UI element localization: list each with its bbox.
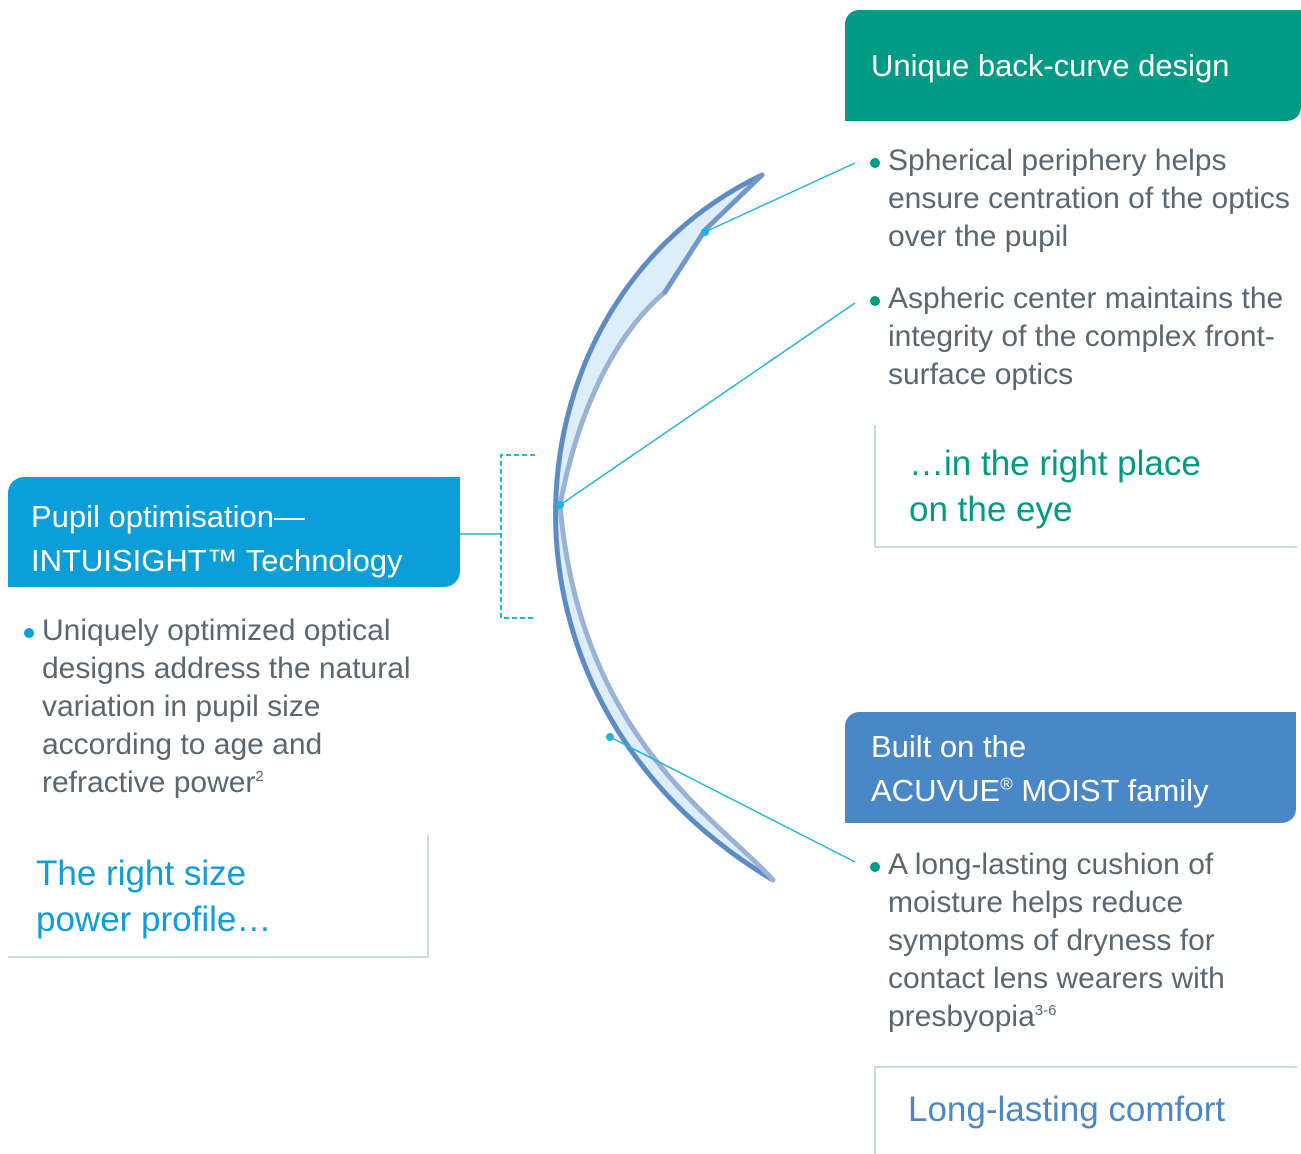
moist-header-family: MOIST family bbox=[1012, 773, 1209, 808]
bullet-moist-text: A long-lasting cushion of moisture helps… bbox=[888, 848, 1225, 1033]
bullet-dot bbox=[24, 628, 34, 638]
bullet-aspheric: Aspheric center maintains the integrity … bbox=[870, 280, 1290, 394]
pointer-aspheric bbox=[559, 302, 856, 506]
bullet-dot bbox=[870, 862, 880, 872]
lens-back-surface bbox=[557, 289, 776, 883]
pupil-header: Pupil optimisation— INTUISIGHT™ Technolo… bbox=[8, 477, 460, 587]
pointer-dot-spherical bbox=[701, 228, 709, 236]
tagline-right-size-text: The right size power profile… bbox=[36, 854, 272, 939]
tagline-right-place-text: …in the right place on the eye bbox=[909, 444, 1201, 529]
lens-shape bbox=[555, 175, 773, 880]
moist-header-line1: Built on the bbox=[871, 729, 1027, 764]
tagline-comfort: Long-lasting comfort bbox=[874, 1066, 1297, 1154]
bullet-spherical: Spherical periphery helps ensure centrat… bbox=[870, 142, 1290, 256]
bullet-spherical-text: Spherical periphery helps ensure centrat… bbox=[888, 144, 1290, 253]
tagline-comfort-text: Long-lasting comfort bbox=[908, 1090, 1226, 1129]
pupil-header-line1: Pupil optimisation— bbox=[31, 499, 305, 534]
pointer-moist bbox=[609, 736, 856, 863]
bullet-pupil-text: Uniquely optimized optical designs addre… bbox=[42, 614, 411, 799]
bullet-dot bbox=[870, 158, 880, 168]
bullet-moist-sup: 3-6 bbox=[1034, 1002, 1057, 1019]
moist-header: Built on the ACUVUE® MOIST family bbox=[845, 712, 1296, 823]
pupil-header-line2: INTUISIGHT™ Technology bbox=[31, 543, 403, 578]
bullet-aspheric-text: Aspheric center maintains the integrity … bbox=[888, 282, 1284, 391]
bullet-pupil: Uniquely optimized optical designs addre… bbox=[24, 612, 432, 802]
back-curve-header: Unique back-curve design bbox=[845, 10, 1301, 121]
back-curve-bullets: Spherical periphery helps ensure centrat… bbox=[870, 142, 1290, 394]
pointer-dot-moist bbox=[606, 733, 614, 741]
moist-header-line2: ACUVUE® MOIST family bbox=[871, 769, 1296, 813]
back-curve-header-text: Unique back-curve design bbox=[871, 48, 1230, 83]
pointer-dot-aspheric bbox=[556, 501, 564, 509]
lens-front-surface bbox=[553, 172, 776, 883]
moist-bullets: A long-lasting cushion of moisture helps… bbox=[870, 846, 1250, 1036]
pupil-bullets: Uniquely optimized optical designs addre… bbox=[24, 612, 432, 802]
moist-header-brand: ACUVUE bbox=[871, 773, 1001, 808]
bullet-dot bbox=[870, 296, 880, 306]
tagline-right-place: …in the right place on the eye bbox=[874, 425, 1297, 548]
bullet-moist: A long-lasting cushion of moisture helps… bbox=[870, 846, 1250, 1036]
pupil-bracket bbox=[500, 454, 535, 619]
pointer-spherical bbox=[704, 162, 856, 233]
moist-header-reg: ® bbox=[1000, 774, 1013, 794]
tagline-right-size: The right size power profile… bbox=[8, 835, 429, 958]
bullet-pupil-sup: 2 bbox=[255, 768, 264, 785]
